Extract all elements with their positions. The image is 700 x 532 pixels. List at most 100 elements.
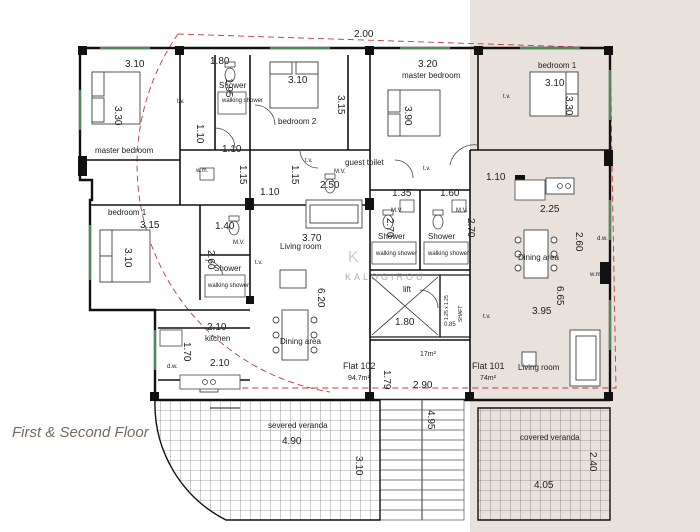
shaft-labels: 1.25 x 1.25 SHAFT <box>444 295 464 322</box>
dim-2-00: 2.00 <box>354 29 374 40</box>
dim-3-10-b2: 3.10 <box>288 75 308 86</box>
room-labels: master bedroom bedroom 2 Shower guest to… <box>95 61 580 442</box>
room-severed-veranda: severed veranda <box>268 421 328 430</box>
walking-showers <box>204 91 469 298</box>
dim-1-95: 1.95 <box>223 78 234 98</box>
logo-mark: K <box>348 249 359 266</box>
room-shower-left: Shower <box>214 264 241 273</box>
room-kitchen: kitchen <box>205 334 230 343</box>
flat-101-area: 74m² <box>480 375 497 382</box>
walking-shower-mid-b-label: walking shower <box>427 251 469 257</box>
flat-102-name: Flat 102 <box>343 361 376 371</box>
sanitary-fixtures <box>199 61 467 236</box>
dim-3-10-bot: 3.10 <box>353 456 364 476</box>
dim-1-10-d: 1.10 <box>486 172 506 183</box>
dim-3-30-r: 3.30 <box>563 96 574 116</box>
dim-1-10-b: 1.10 <box>222 144 242 155</box>
mv-label-1: M.V. <box>334 169 346 175</box>
dim-2-10-a: 2.10 <box>207 322 227 333</box>
flat-102-area: 94.7m² <box>348 375 370 382</box>
dim-2-70-a: 2.70 <box>384 218 395 238</box>
mv-label-3: M.V. <box>391 208 403 214</box>
dim-3-15-v: 3.15 <box>335 95 346 115</box>
dim-1-80-lift: 1.80 <box>395 317 415 328</box>
room-dining-area-right: Dining area <box>518 253 559 262</box>
tv-label-1: t.v. <box>177 99 185 105</box>
dim-1-15-b: 1.15 <box>289 165 300 185</box>
room-bedroom-2: bedroom 2 <box>278 117 317 126</box>
dim-1-10-a: 1.10 <box>194 124 205 144</box>
wm-label-2: w.m. <box>589 272 603 278</box>
staircase <box>379 399 465 521</box>
room-lift: lift <box>403 285 412 294</box>
shaft-label: SHAFT <box>458 306 464 322</box>
room-living-room-left: Living room <box>280 242 322 251</box>
tv-label-2: t.v. <box>305 158 313 164</box>
room-bedroom-1-left: bedroom 1 <box>108 208 147 217</box>
dim-2-70-b: 2.70 <box>465 218 476 238</box>
tv-label-5: t.v. <box>255 260 263 266</box>
windows <box>79 47 611 370</box>
room-dining-area-left: Dining area <box>280 337 321 346</box>
dim-2-25: 2.25 <box>540 204 560 215</box>
dim-3-70: 3.70 <box>302 233 322 244</box>
dim-1-40: 1.40 <box>215 221 235 232</box>
kitchen-counters <box>159 179 571 390</box>
dim-3-90: 3.90 <box>402 106 413 126</box>
dim-3-10-v: 3.10 <box>122 248 133 268</box>
wm-label-1: w.m. <box>195 168 209 174</box>
dim-4-90: 4.90 <box>282 436 302 447</box>
flat-labels: Flat 102 94.7m² Flat 101 74m² 17m² <box>343 351 505 382</box>
common-area: 17m² <box>420 351 437 358</box>
tv-label-4: t.v. <box>503 94 511 100</box>
room-bedroom-1-right: bedroom 1 <box>538 61 577 70</box>
dw-label-2: d.w. <box>597 236 608 242</box>
veranda-rail <box>154 400 240 409</box>
mv-label-4: M.V. <box>456 208 468 214</box>
furniture-living-dining <box>199 177 601 393</box>
dim-1-10-c: 1.10 <box>260 187 280 198</box>
room-shower-mid-a: Shower <box>378 232 405 241</box>
room-guest-toilet: guest toilet <box>345 158 384 167</box>
tv-label-3: t.v. <box>423 166 431 172</box>
room-shower-mid-b: Shower <box>428 232 455 241</box>
dim-1-60: 1.60 <box>440 188 460 199</box>
mv-label-2: M.V. <box>233 240 245 246</box>
dimension-labels: 2.00 1.80 3.10 3.10 3.20 3.10 3.30 1.95 … <box>112 29 598 491</box>
dim-1-79: 1.79 <box>381 370 392 390</box>
dim-2-60-r: 2.60 <box>573 232 584 252</box>
floor-caption: First & Second Floor <box>12 424 149 441</box>
door-swings <box>204 104 479 309</box>
dim-3-20: 3.20 <box>418 59 438 70</box>
fixture-labels: walking shower walking shower walking sh… <box>167 94 608 370</box>
room-covered-veranda: covered veranda <box>520 433 580 442</box>
severed-veranda-area <box>154 399 381 521</box>
logo-text: KALOGIROU <box>345 272 426 282</box>
dim-6-20: 6.20 <box>315 288 326 308</box>
walking-shower-left-label: walking shower <box>207 283 249 289</box>
dim-2-90: 2.90 <box>413 380 433 391</box>
dim-1-70: 1.70 <box>181 342 192 362</box>
furniture-beds <box>91 61 579 283</box>
lift-dim-label: 0.85 <box>444 322 456 328</box>
dw-label-1: d.w. <box>167 364 178 370</box>
walking-shower-top-label: walking shower <box>221 98 263 104</box>
dim-3-10-tl: 3.10 <box>125 59 145 70</box>
footprint-outline <box>177 33 617 389</box>
dim-1-80-top: 1.80 <box>210 56 230 67</box>
dim-3-30-l: 3.30 <box>112 106 123 126</box>
dim-2-60-l: 2.60 <box>205 250 216 270</box>
dim-2-50: 2.50 <box>320 180 340 191</box>
dim-1-35: 1.35 <box>392 188 412 199</box>
walking-shower-mid-a-label: walking shower <box>375 251 417 257</box>
room-shower-top: Shower <box>219 81 246 90</box>
dim-2-40: 2.40 <box>587 452 598 472</box>
flat-101-name: Flat 101 <box>472 361 505 371</box>
tv-label-6: t.v. <box>483 314 491 320</box>
dim-4-95: 4.95 <box>425 410 436 430</box>
dim-1-15-a: 1.15 <box>237 165 248 185</box>
room-master-bedroom-left: master bedroom <box>95 146 154 155</box>
dim-4-05: 4.05 <box>534 480 554 491</box>
